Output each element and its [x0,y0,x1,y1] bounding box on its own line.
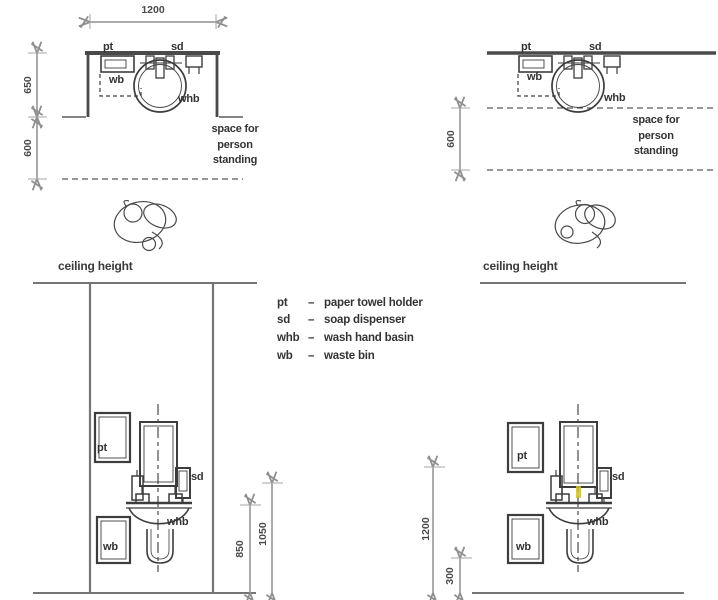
legend-desc: waste bin [324,349,375,362]
legend-row: whb – wash hand basin [277,329,423,347]
standing-space-note: space for person standing [621,113,691,160]
note-line: standing [212,154,258,166]
legend-dash: – [308,296,315,309]
legend-desc: paper towel holder [324,296,423,309]
dim-plan-zone-depth: 650 [22,76,34,94]
note-line: space for [632,114,680,126]
legend-row: pt – paper towel holder [277,294,423,312]
elev-right-fixtures [506,404,612,572]
standing-space-note: space for person standing [202,122,268,169]
label-whb: whb [587,516,609,528]
label-whb: whb [604,92,626,104]
legend-dash: – [308,331,315,344]
dim-rim-height: 850 [234,540,246,558]
label-pt: pt [521,41,531,53]
label-sd: sd [191,471,204,483]
label-pt: pt [517,450,527,462]
dim-overall-height: 1200 [420,517,432,541]
elev-left-structure [33,282,257,594]
label-wb: wb [103,541,118,553]
legend-abbr: whb [277,331,300,344]
dim-plan-standing-depth: 600 [22,139,34,157]
plan-left-dimensions [28,14,228,191]
plan-right-dimensions [451,96,470,182]
label-wb: wb [516,541,531,553]
legend-dash: – [308,349,315,362]
dim-plan-standing-depth: 600 [445,130,457,148]
note-line: space for [211,123,259,135]
legend-abbr: sd [277,314,291,327]
label-pt: pt [103,41,113,53]
note-line: person [638,129,674,142]
plan-right-walls [487,51,716,171]
label-whb: whb [167,516,189,528]
label-wb: wb [109,74,124,86]
elev-right-dimensions [424,455,472,600]
elev-left-dimensions [240,471,283,600]
label-pt: pt [97,442,107,454]
legend-desc: wash hand basin [324,331,414,344]
elev-right-structure [472,282,686,594]
legend-row: sd – soap dispenser [277,312,423,330]
plan-left-fixtures [99,55,203,113]
label-sd: sd [589,41,602,53]
elev-left-fixtures [93,404,192,572]
dim-plan-width: 1200 [141,4,165,16]
dim-bin-height: 300 [444,567,456,585]
legend-abbr: wb [277,349,293,362]
ceiling-height-label: ceiling height [58,259,133,273]
plan-left-person-sketch [113,199,177,252]
label-whb: whb [178,93,200,105]
label-sd: sd [612,471,625,483]
label-wb: wb [527,71,542,83]
note-line: person [217,138,253,151]
dim-top-height: 1050 [257,522,269,546]
ceiling-height-label: ceiling height [483,259,558,273]
label-sd: sd [171,41,184,53]
plan-right-person-sketch [554,199,616,249]
legend: pt – paper towel holder sd – soap dispen… [277,294,423,364]
note-line: standing [633,145,679,157]
plan-right-fixtures [517,55,621,113]
legend-abbr: pt [277,296,288,309]
plan-left-walls [62,51,243,180]
legend-row: wb – waste bin [277,347,423,365]
legend-dash: – [308,314,315,327]
legend-desc: soap dispenser [324,314,406,327]
